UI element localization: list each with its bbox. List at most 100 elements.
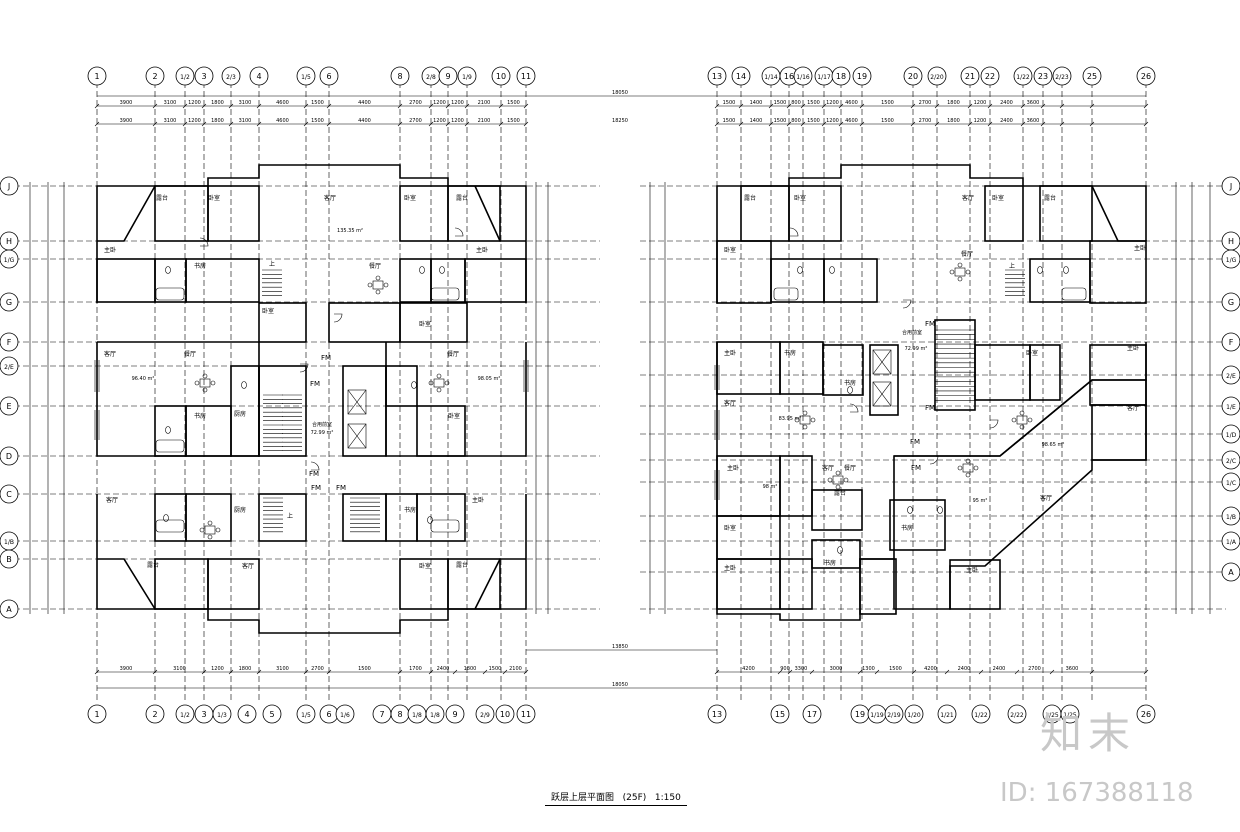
axis-bubble-label: 8 [397, 72, 402, 81]
chair [965, 458, 971, 464]
axis-bubble-circle [1007, 704, 1027, 724]
axis-bubble-label: 4 [256, 72, 261, 81]
room-label: 主卧 [472, 496, 484, 504]
wall-room [974, 344, 1031, 401]
axis-bubble-label: 1/25 [1045, 712, 1059, 719]
dimension-tick [152, 103, 158, 109]
axis-bubble-circle [1221, 292, 1240, 312]
room-label: 露台 [156, 194, 168, 202]
axis-bubble: 5 [262, 704, 282, 724]
axis-bubble-label: C [6, 490, 12, 499]
room-label: 客厅 [724, 399, 736, 407]
wall-room [1029, 344, 1061, 401]
axis-bubble: 1/20 [904, 704, 924, 724]
area-label: 135.35 m² [337, 228, 363, 234]
axis-bubble: 1/A [1221, 531, 1240, 551]
dimension-tick [152, 121, 158, 127]
axis-bubble: A [0, 599, 19, 619]
axis-bubble-label: 2/19 [887, 712, 901, 719]
axis-bubble: D [0, 446, 19, 466]
dimension-value: 3100 [276, 666, 289, 672]
dimension-tick [978, 669, 984, 675]
axis-bubble-circle [491, 66, 511, 86]
axis-bubble-label: 19 [855, 710, 865, 719]
dimension-tick [1143, 103, 1149, 109]
room-label: 露台 [456, 194, 468, 202]
room-label: 客厅 [324, 194, 336, 202]
dimension-tick [1049, 669, 1055, 675]
chair [802, 410, 808, 416]
room-label: 主卧 [476, 246, 488, 254]
wall-room [1039, 185, 1093, 242]
elevator-cross [872, 381, 892, 407]
dimension-value: 3100 [239, 118, 252, 124]
dimension-value: 3100 [164, 100, 177, 106]
axis-bubble: 6 [319, 66, 339, 86]
room-label: 卧室 [724, 246, 736, 254]
dimension-tick [1020, 121, 1026, 127]
door-swing [454, 227, 464, 237]
caption-floor: (25F) [622, 793, 647, 803]
axis-bubble-label: 23 [1038, 72, 1048, 81]
dimension-tick [228, 121, 234, 127]
dining-table [1011, 410, 1033, 430]
dimension-tick [934, 103, 940, 109]
room-label: 卧室 [419, 320, 431, 328]
axis-bubble: 1/G [0, 249, 19, 269]
axis-bubble-label: A [1228, 568, 1234, 577]
axis-bubble: J [0, 176, 19, 196]
dimension-value: 2700 [919, 118, 932, 124]
wall-stair [934, 319, 976, 411]
wall-room [889, 499, 946, 551]
axis-bubble-label: H [1228, 237, 1234, 246]
axis-bubble-label: 1/D [1226, 432, 1237, 439]
toilet-fixture [439, 266, 445, 274]
axis-bubble-label: 5 [269, 710, 274, 719]
axis-bubble-circle [0, 446, 19, 466]
dimension-value: 2700 [1028, 666, 1041, 672]
wall-core [342, 365, 387, 457]
fm-label: FM [911, 464, 921, 472]
wall-room [385, 493, 418, 542]
wall-room [822, 344, 864, 396]
chair [965, 269, 971, 275]
toilet-fixture [241, 381, 247, 389]
dimension-value: 2400 [993, 666, 1006, 672]
dimension-value: 3100 [239, 100, 252, 106]
room-label: 书房 [901, 524, 913, 532]
dimension-tick [1059, 121, 1065, 127]
door-swing [310, 461, 320, 471]
axis-bubble-circle [1052, 66, 1072, 86]
area-label: 98.65 m² [1042, 442, 1065, 448]
axis-bubble: H [1221, 231, 1240, 251]
dimension-tick [859, 103, 865, 109]
dimension-tick [445, 121, 451, 127]
chair [202, 373, 208, 379]
bathtub [430, 519, 460, 533]
dimension-tick [256, 669, 262, 675]
dimension-value: 1200 [451, 100, 464, 106]
axis-bubble: 2 [145, 704, 165, 724]
axis-bubble-circle [175, 66, 195, 86]
dimension-tick [445, 103, 451, 109]
dimension-value: 3600 [1027, 100, 1040, 106]
room-label: 卧室 [419, 562, 431, 570]
axis-bubble-circle [212, 704, 232, 724]
axis-bubble: 2/23 [1052, 66, 1072, 86]
axis-bubble-label: 2/20 [930, 74, 944, 81]
room-label: 客厅 [962, 194, 974, 202]
dimension-value: 1200 [433, 118, 446, 124]
room-label: 主卧 [727, 464, 739, 472]
axis-bubble-label: 26 [1141, 710, 1151, 719]
wall-room [859, 558, 897, 615]
axis-bubble-label: 14 [736, 72, 746, 81]
axis-bubble-label: 1/C [1226, 480, 1236, 487]
axis-bubble: 19 [850, 704, 870, 724]
dimension-value: 4200 [924, 666, 937, 672]
chair [207, 520, 213, 526]
room-label: 书房 [404, 506, 416, 514]
room-label: 主卧 [1127, 344, 1139, 352]
door-swing [929, 455, 939, 465]
dimension-tick [397, 669, 403, 675]
door-swing [989, 419, 999, 429]
